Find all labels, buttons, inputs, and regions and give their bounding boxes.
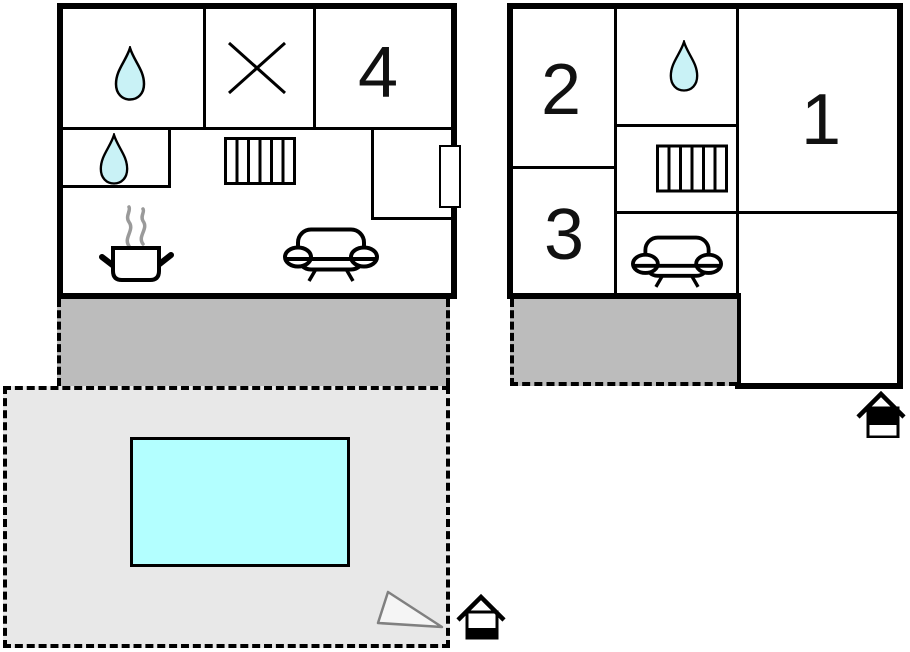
room-4-label: 4 — [357, 33, 399, 113]
wall — [735, 383, 903, 389]
entrance-house-icon — [456, 593, 506, 641]
wall — [735, 293, 741, 389]
wall — [614, 3, 617, 299]
wall — [57, 127, 457, 130]
kitchen-pot-icon — [98, 202, 174, 286]
wall — [313, 3, 316, 130]
sofa-icon — [283, 226, 379, 282]
wall — [203, 3, 206, 130]
wall — [736, 3, 739, 293]
wall — [507, 293, 741, 299]
wall — [507, 3, 903, 9]
water-drop-icon — [113, 46, 147, 102]
wall — [614, 211, 903, 214]
wall — [168, 127, 171, 188]
slide-triangle-icon — [375, 588, 445, 636]
room-2-label: 2 — [540, 50, 582, 130]
window-cross-icon — [226, 40, 288, 96]
stairs-icon — [224, 137, 296, 185]
wall — [371, 217, 457, 220]
wall — [57, 185, 171, 188]
terrace-right — [510, 299, 737, 386]
room-1-label: 1 — [800, 80, 842, 160]
stairs-icon — [656, 144, 728, 193]
swimming-pool — [130, 437, 350, 567]
water-drop-icon — [98, 133, 130, 186]
sofa-icon — [631, 233, 723, 289]
wall — [371, 127, 374, 220]
wall — [614, 124, 739, 127]
wall — [507, 166, 617, 169]
water-drop-icon — [668, 40, 700, 93]
entrance-house-icon — [856, 391, 906, 438]
room-3-label: 3 — [543, 195, 585, 275]
door — [439, 145, 461, 208]
wall — [507, 3, 513, 299]
terrace-left — [57, 299, 450, 386]
wall — [897, 3, 903, 389]
